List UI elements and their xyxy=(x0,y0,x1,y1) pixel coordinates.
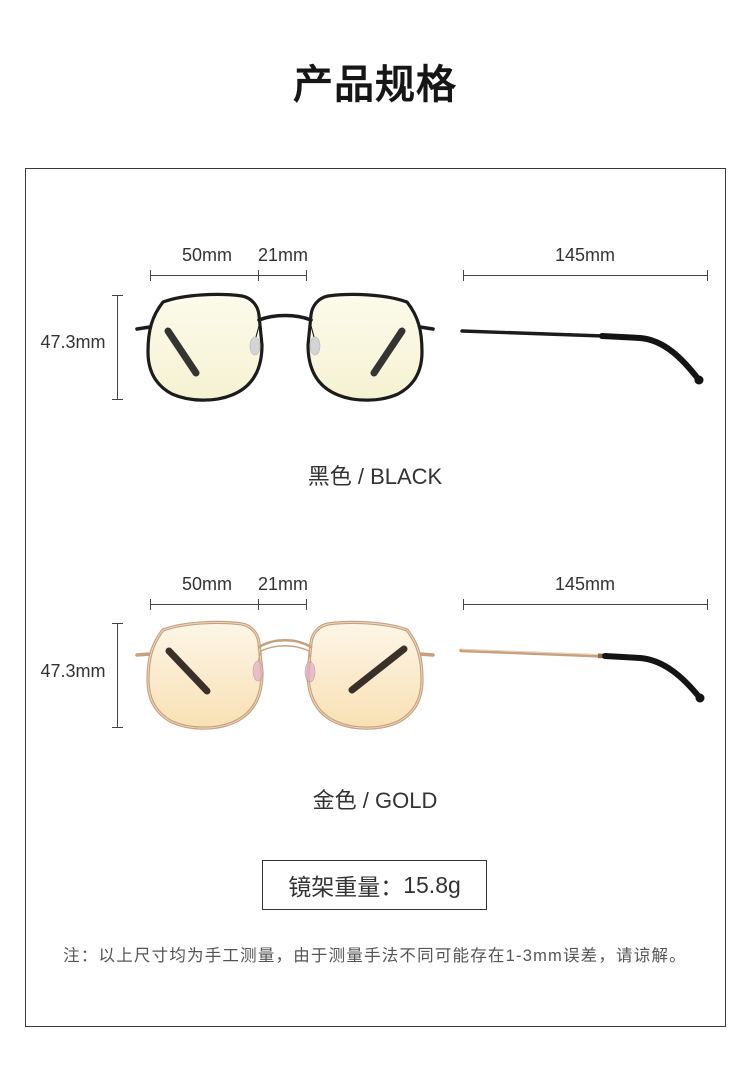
left-lens xyxy=(146,292,264,402)
right-lens-highlight xyxy=(307,621,423,729)
temple-length-label: 145mm xyxy=(554,574,616,594)
temple-length-label: 145mm xyxy=(554,245,616,265)
left-end-piece xyxy=(135,325,152,331)
measurement-note: 注：以上尺寸均为手工测量，由于测量手法不同可能存在1-3mm误差，请谅解。 xyxy=(63,947,687,965)
bridge xyxy=(257,313,313,322)
left-nose-pad-arm xyxy=(255,321,261,338)
lens-height-label: 47.3mm xyxy=(40,661,106,681)
lens-height-label: 47.3mm xyxy=(40,332,106,352)
right-nose-pad-arm xyxy=(308,649,312,664)
right-lens xyxy=(306,620,424,730)
temple-tip xyxy=(599,333,702,383)
black-glasses-diagram xyxy=(112,270,708,402)
color-label: 黑色 / BLACK xyxy=(307,464,443,489)
right-end-piece xyxy=(418,325,435,331)
temple-length-dimension xyxy=(463,270,708,281)
right-nose-pad xyxy=(304,661,316,683)
bridge xyxy=(257,638,313,649)
left-temple-tip xyxy=(165,647,211,695)
right-nose-pad-arm xyxy=(309,321,315,338)
page-title: 产品规格 xyxy=(293,63,457,107)
weight-box: 镜架重量：15.8g xyxy=(262,860,487,910)
bridge-lower-bar xyxy=(260,645,310,652)
variant-black: 50mm 21mm 145mm 47.3mm 黑色 / BLACK xyxy=(0,230,750,500)
bridge-width-label: 21mm xyxy=(257,245,308,265)
lens-width-label: 50mm xyxy=(181,574,232,594)
temple-tip-end xyxy=(694,375,704,385)
variant-gold: 50mm 21mm 145mm 47.3mm 金色 / GOLD xyxy=(0,559,750,829)
temple-tip xyxy=(602,653,703,701)
temple-tip-end xyxy=(695,693,705,703)
lens-width-label: 50mm xyxy=(181,245,232,265)
lens-height-dimension xyxy=(112,295,123,400)
temple-arm-highlight xyxy=(461,648,603,656)
right-temple-tip xyxy=(348,645,408,694)
temple-side-view xyxy=(460,329,704,385)
weight-value: 15.8g xyxy=(403,871,461,898)
left-nose-pad xyxy=(252,660,264,682)
front-width-dimension xyxy=(150,599,307,610)
spec-box xyxy=(25,168,726,1027)
right-temple-tip xyxy=(370,327,406,377)
lens-height-dimension xyxy=(112,623,123,728)
color-label: 金色 / GOLD xyxy=(312,788,438,813)
right-end-piece xyxy=(418,652,435,657)
weight-label: 镜架重量： xyxy=(288,874,404,900)
front-width-dimension xyxy=(150,270,307,281)
left-end-piece xyxy=(135,652,152,657)
left-nose-pad xyxy=(249,336,261,356)
temple-arm xyxy=(459,648,605,658)
left-lens-highlight xyxy=(147,621,263,729)
left-temple-tip xyxy=(164,327,200,377)
bridge-width-label: 21mm xyxy=(257,574,308,594)
temple-arm xyxy=(460,329,605,338)
left-lens xyxy=(146,620,264,730)
right-lens xyxy=(306,292,424,402)
glasses-front-view xyxy=(135,292,435,402)
gold-glasses-diagram xyxy=(112,599,708,730)
temple-length-dimension xyxy=(463,599,708,610)
left-nose-pad-arm xyxy=(257,649,262,663)
glasses-front-view xyxy=(135,620,435,730)
right-nose-pad xyxy=(309,336,321,356)
temple-side-view xyxy=(459,648,705,703)
